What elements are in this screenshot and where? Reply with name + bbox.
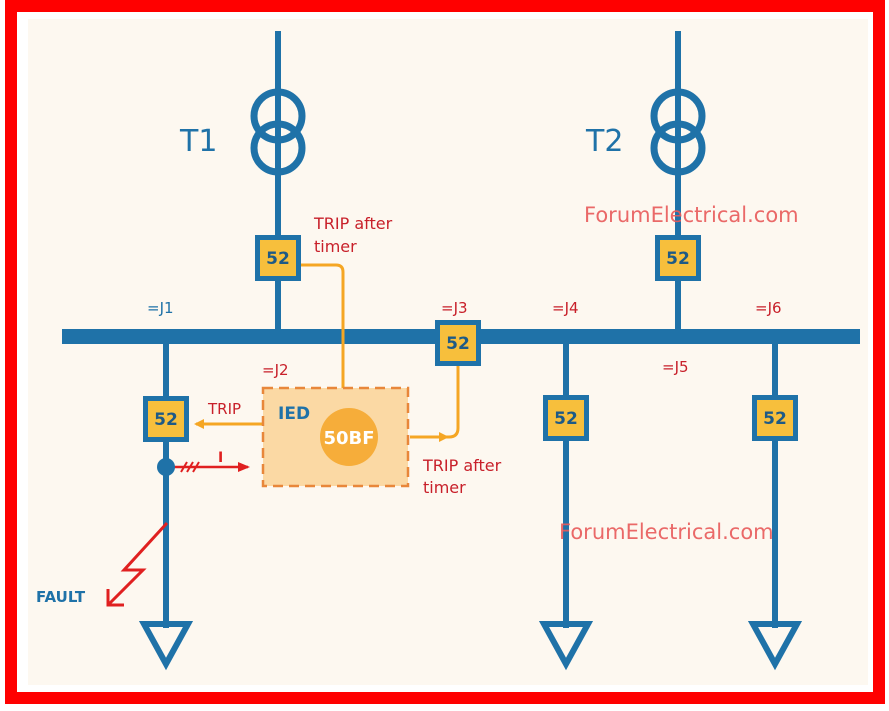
relay-50bf-circle[interactable] bbox=[320, 408, 378, 466]
trip-after-timer-lower-line2: timer bbox=[423, 478, 466, 497]
breaker-feeder-2[interactable]: 52 bbox=[543, 395, 589, 441]
watermark-lower: ForumElectrical.com bbox=[559, 520, 774, 544]
breaker-feeder-1-label: 52 bbox=[154, 410, 178, 430]
breaker-t1-label: 52 bbox=[266, 249, 290, 269]
relay-50bf-label: 50BF bbox=[323, 428, 374, 449]
watermark-upper: ForumElectrical.com bbox=[584, 203, 799, 227]
transformer-t2-label: T2 bbox=[585, 124, 623, 159]
load-3-icon bbox=[747, 621, 803, 671]
breaker-t1[interactable]: 52 bbox=[255, 235, 301, 281]
junction-j2-label: =J2 bbox=[262, 361, 289, 379]
trip-signal-t1-line bbox=[300, 263, 345, 388]
three-phase-tick-icon bbox=[180, 461, 200, 473]
breaker-j3[interactable]: 52 bbox=[435, 320, 481, 366]
fault-arrowhead-icon bbox=[106, 589, 124, 607]
breaker-feeder-1[interactable]: 52 bbox=[143, 396, 189, 442]
breaker-feeder-2-label: 52 bbox=[554, 409, 578, 429]
outer-frame bbox=[5, 0, 885, 704]
trip-signal-j3-line bbox=[410, 362, 460, 439]
junction-j5-label: =J5 bbox=[662, 358, 689, 376]
junction-j4-label: =J4 bbox=[552, 299, 579, 317]
transformer-t1-label: T1 bbox=[179, 124, 217, 159]
current-label: I bbox=[218, 450, 223, 466]
transformer-t1-icon[interactable] bbox=[250, 88, 306, 176]
load-1-icon bbox=[138, 621, 194, 671]
trip-after-timer-upper-line2: timer bbox=[314, 237, 357, 256]
trip-after-timer-upper-line1: TRIP after bbox=[313, 214, 393, 233]
junction-j1-label: =J1 bbox=[147, 299, 174, 317]
current-transformer-node bbox=[157, 458, 175, 476]
breaker-t2-label: 52 bbox=[666, 249, 690, 269]
junction-j6-label: =J6 bbox=[755, 299, 782, 317]
breaker-feeder-3-label: 52 bbox=[763, 409, 787, 429]
trip-label: TRIP bbox=[207, 400, 241, 418]
breaker-feeder-3[interactable]: 52 bbox=[752, 395, 798, 441]
breaker-j3-label: 52 bbox=[446, 334, 470, 354]
ied-title: IED bbox=[278, 404, 310, 424]
transformer-t2-icon[interactable] bbox=[650, 88, 706, 176]
fault-label: FAULT bbox=[36, 588, 86, 606]
load-2-icon bbox=[538, 621, 594, 671]
breaker-t2[interactable]: 52 bbox=[655, 235, 701, 281]
fault-lightning-icon bbox=[106, 521, 169, 607]
trip-after-timer-lower-line1: TRIP after bbox=[422, 456, 502, 475]
junction-j3-label: =J3 bbox=[441, 299, 468, 317]
